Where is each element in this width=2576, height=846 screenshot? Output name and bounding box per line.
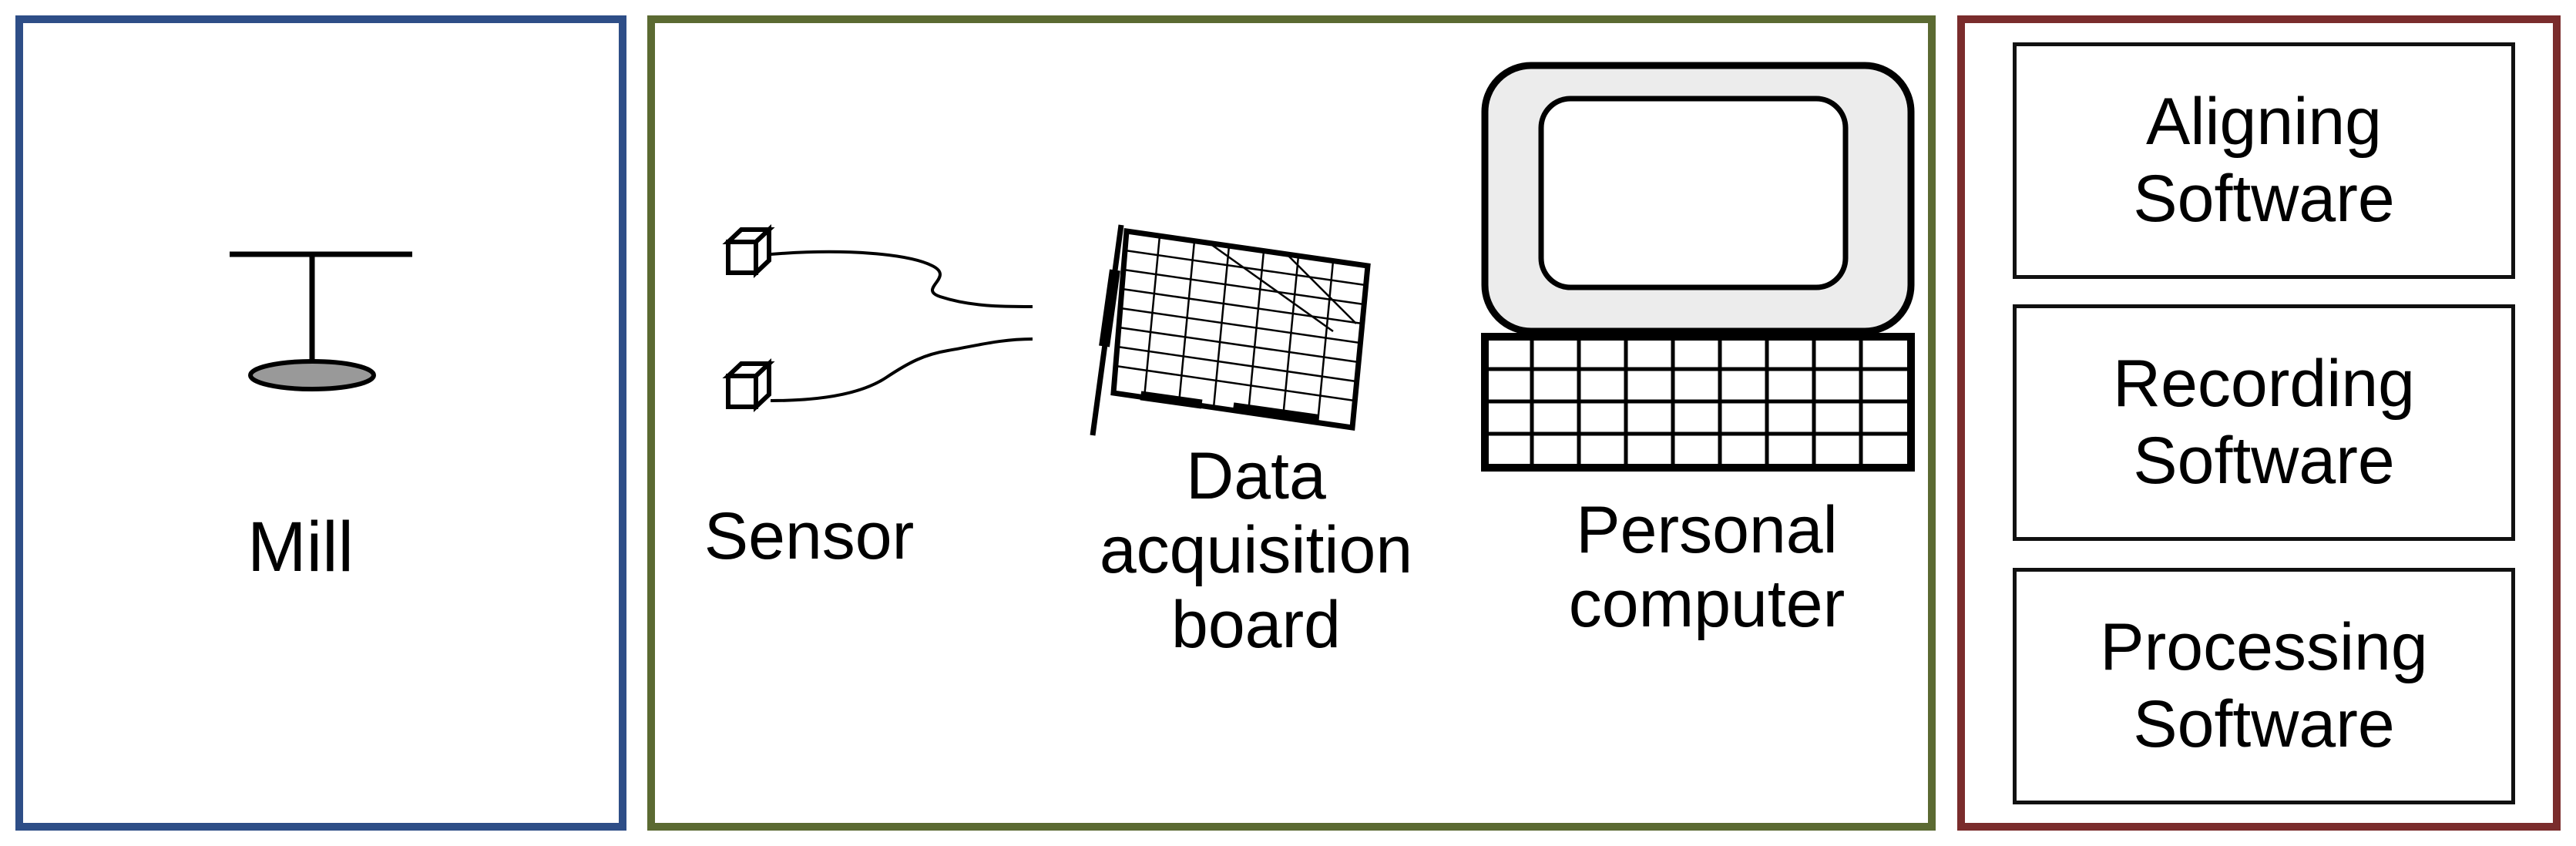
aligning-software-label: Aligning Software bbox=[2133, 84, 2395, 236]
daq-label: Data acquisition board bbox=[1099, 439, 1413, 662]
sensor-cable bbox=[770, 250, 1033, 308]
mill-panel bbox=[15, 15, 626, 831]
processing-software-box: Processing Software bbox=[2013, 568, 2515, 804]
sensor-label: Sensor bbox=[704, 499, 915, 573]
recording-software-label: Recording Software bbox=[2113, 346, 2415, 498]
aligning-software-box: Aligning Software bbox=[2013, 42, 2515, 279]
sensor-cube-icon bbox=[722, 358, 775, 412]
recording-software-box: Recording Software bbox=[2013, 304, 2515, 541]
pc-label: Personal computer bbox=[1568, 493, 1846, 642]
processing-software-label: Processing Software bbox=[2100, 609, 2428, 761]
data-acquisition-board-icon bbox=[1090, 224, 1371, 436]
mill-label: Mill bbox=[247, 508, 354, 586]
sensor-cube-icon bbox=[722, 224, 775, 278]
personal-computer-icon bbox=[1481, 62, 1915, 472]
sensor-cable bbox=[770, 337, 1033, 402]
